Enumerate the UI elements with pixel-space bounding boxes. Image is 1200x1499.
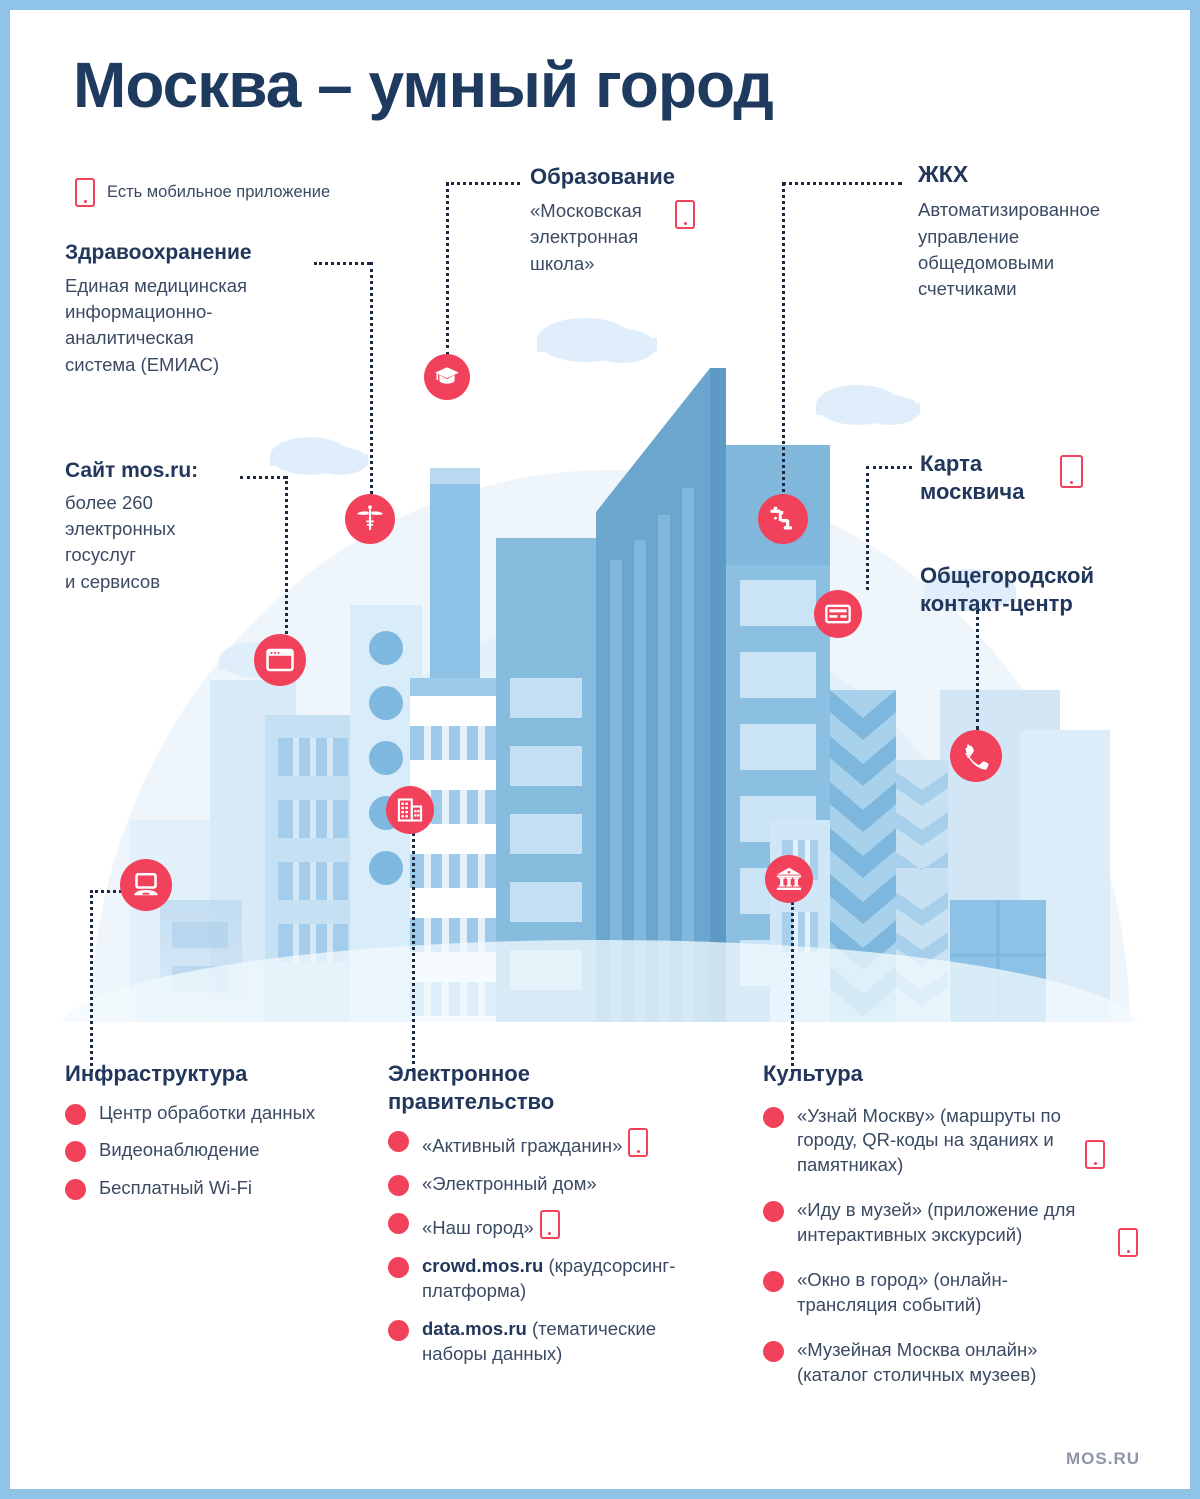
mobile-phone-icon [628,1128,649,1157]
connector-utilities-horizontal [782,182,902,185]
list-item: Видеонаблюдение [65,1138,335,1163]
callout-contact-center: Общегородской контакт-центр [920,562,1150,618]
bullet-dot-icon [763,1106,784,1128]
list-item-label: (тематические наборы данных) [422,1317,657,1364]
connector-card-vertical [866,466,869,590]
list-item-label: «Наш город» [422,1216,534,1238]
callout-education-heading: Образование [530,164,675,189]
connector-culture-vertical [791,902,794,1072]
bullet-dot-icon [388,1174,409,1196]
list-item-link: crowd.mos.ru [422,1254,544,1276]
desktop-computer-icon [120,859,172,911]
callout-utilities-heading: ЖКХ [918,161,969,187]
list-item-label: «Музейная Москва онлайн» (каталог столич… [797,1339,1038,1386]
column-infrastructure-title: Инфраструктура [65,1061,248,1086]
list-item-label: «Иду в музей» (приложение для интерактив… [797,1199,1076,1246]
column-e-government: Электронное правительство «Активный граж… [388,1060,708,1367]
bullet-dot-icon [388,1319,409,1341]
list-item: «Музейная Москва онлайн» (каталог столич… [763,1338,1088,1388]
list-item-label: «Узнай Москву» (маршруты по городу, QR-к… [797,1104,1061,1176]
callout-utilities: ЖКХ Автоматизированное управление общедо… [918,160,1148,303]
graduation-cap-icon [424,354,470,400]
mobile-phone-icon [1085,1140,1105,1169]
connector-healthcare-horizontal [314,262,370,265]
caduceus-medical-icon [345,494,395,544]
browser-window-icon [254,634,306,686]
connector-infrastructure-horizontal [90,890,122,893]
connector-egovernment-vertical [412,826,415,1072]
list-item-label: «Электронный дом» [422,1172,597,1194]
list-item: «Наш город» [388,1209,708,1241]
connector-infrastructure-vertical [90,890,93,1072]
mobile-phone-icon [675,200,695,230]
list-item-label: Видеонаблюдение [99,1139,260,1161]
callout-mosru-body: более 260 электронных госуслуг и сервисо… [65,491,176,592]
ringing-phone-icon [950,730,1002,782]
list-item: «Иду в музей» (приложение для интерактив… [763,1198,1088,1248]
callout-education-body: «Московская электронная школа» [530,200,642,274]
museum-building-icon [765,855,813,903]
column-e-government-title: Электронное правительство [388,1061,555,1114]
list-item-label: «Активный гражданин» [422,1135,623,1156]
column-culture-title: Культура [763,1061,863,1086]
bullet-dot-icon [65,1103,86,1125]
bullet-dot-icon [388,1256,409,1278]
page-title: Москва – умный город [73,49,774,121]
callout-moscow-card: Карта москвича [920,450,1120,506]
callout-mosru-heading: Сайт mos.ru: [65,459,199,482]
mobile-phone-icon [1118,1228,1138,1257]
connector-card-horizontal [866,466,912,469]
callout-moscow-card-heading: Карта москвича [920,451,1025,505]
connector-mosru-vertical [285,476,288,634]
column-infrastructure: Инфраструктура Центр обработки данных Ви… [65,1060,335,1201]
callout-healthcare-body: Единая медицинская информационно- аналит… [65,274,248,375]
legend-label: Есть мобильное приложение [107,183,331,201]
callout-utilities-body: Автоматизированное управление общедомовы… [918,199,1101,300]
column-culture: Культура «Узнай Москву» (маршруты по гор… [763,1060,1088,1388]
footer-logo: MOS.RU [1066,1449,1140,1468]
list-item: crowd.mos.ru (краудсорсинг-платформа) [388,1254,708,1304]
callout-healthcare: Здравоохранение Единая медицинская инфор… [65,240,315,378]
office-building-icon [386,786,434,834]
bullet-dot-icon [763,1271,784,1293]
list-item: «Электронный дом» [388,1172,708,1197]
list-item-label: Центр обработки данных [99,1101,316,1123]
callout-education: Образование «Московская электронная школ… [530,163,720,277]
connector-education-vertical [446,182,449,356]
connector-healthcare-vertical [370,262,373,494]
bullet-dot-icon [763,1341,784,1363]
callout-healthcare-heading: Здравоохранение [65,241,252,264]
bullet-dot-icon [65,1141,86,1163]
list-item-label: (краудсорсинг-платформа) [422,1254,676,1301]
water-tap-icon [758,494,808,544]
list-item: Бесплатный Wi-Fi [65,1176,335,1201]
legend: Есть мобильное приложение [75,178,330,207]
callout-mosru: Сайт mos.ru: более 260 электронных госус… [65,458,275,595]
mobile-phone-icon [1060,455,1083,488]
connector-education-horizontal [446,182,520,185]
list-item-label: «Окно в город» (онлайн-трансляция событи… [797,1269,1008,1316]
bullet-dot-icon [65,1179,86,1201]
mobile-phone-icon [75,178,95,207]
bullet-dot-icon [388,1212,409,1234]
bullet-dot-icon [388,1131,409,1152]
connector-contactcenter-vertical [976,610,979,730]
callout-contact-center-heading: Общегородской контакт-центр [920,563,1094,617]
connector-mosru-horizontal [240,476,286,479]
list-item: data.mos.ru (тематические наборы данных) [388,1317,708,1367]
mobile-phone-icon [539,1209,560,1239]
list-item: «Окно в город» (онлайн-трансляция событи… [763,1268,1088,1318]
list-item-label: Бесплатный Wi-Fi [99,1177,252,1199]
bullet-dot-icon [763,1201,784,1223]
list-item: «Активный гражданин» [388,1128,708,1159]
list-item: «Узнай Москву» (маршруты по городу, QR-к… [763,1104,1088,1179]
list-item: Центр обработки данных [65,1101,335,1126]
list-item-link: data.mos.ru [422,1317,527,1339]
connector-utilities-vertical [782,182,785,500]
payment-card-icon [814,590,862,638]
